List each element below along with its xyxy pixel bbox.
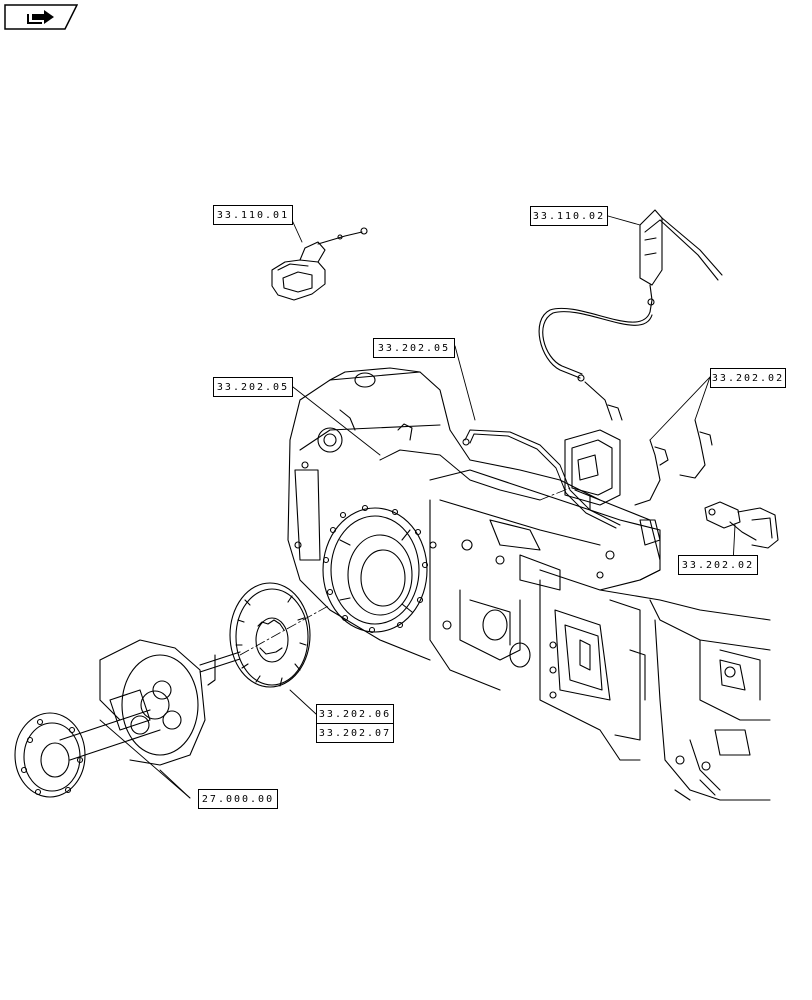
callout-33-202-06[interactable]: 33.202.06 [316, 704, 394, 724]
callout-27-000-00[interactable]: 27.000.00 [198, 789, 278, 809]
callout-33-202-07[interactable]: 33.202.07 [316, 723, 394, 743]
callout-33-202-02-upper[interactable]: 33.202.02 [710, 368, 786, 388]
sensor-connector-part [704, 501, 779, 549]
switch-module-part [271, 227, 368, 301]
brake-disc-part [229, 582, 311, 688]
sensor-bracket-part [634, 419, 713, 506]
control-lever-part [538, 209, 723, 511]
callout-33-202-02-lower[interactable]: 33.202.02 [678, 555, 758, 575]
leader-lines [99, 215, 736, 799]
callout-33-202-05-upper[interactable]: 33.202.05 [373, 338, 455, 358]
nav-tab-button[interactable] [4, 4, 78, 30]
callout-33-202-05-left[interactable]: 33.202.05 [213, 377, 293, 397]
forward-arrow-icon [27, 10, 54, 24]
callout-33-110-01[interactable]: 33.110.01 [213, 205, 293, 225]
callout-33-110-02[interactable]: 33.110.02 [530, 206, 608, 226]
harness-cable [379, 429, 621, 529]
transmission-housing [287, 367, 771, 801]
final-drive-part [14, 639, 241, 798]
center-axis-line [239, 487, 571, 656]
